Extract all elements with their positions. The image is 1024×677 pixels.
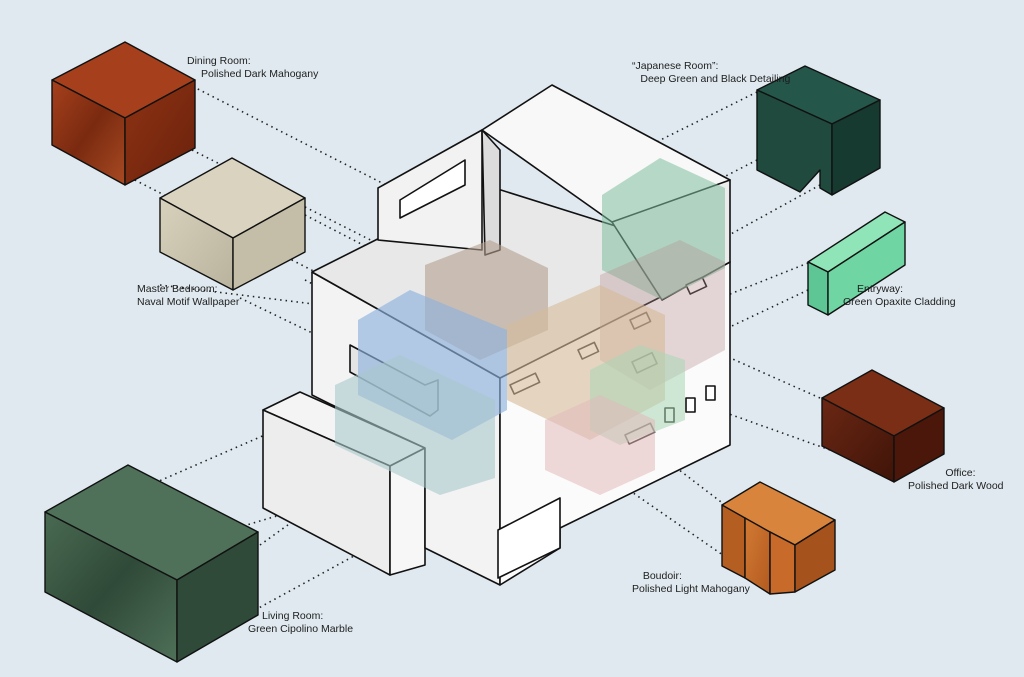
master-bedroom-label: Master Bedroom: Naval Motif Wallpaper — [137, 283, 239, 309]
boudoir-material: Polished Light Mahogany — [632, 583, 750, 595]
material-block-living — [44, 464, 259, 663]
office-label: Office: Polished Dark Wood — [908, 467, 1004, 493]
tower-window — [399, 159, 466, 219]
entryway-title: Entryway: — [857, 283, 904, 295]
boudoir-lower-volume — [545, 395, 655, 495]
office-title: Office: — [945, 467, 976, 479]
living-room-material: Green Cipolino Marble — [248, 623, 354, 635]
japanese-room-label: “Japanese Room”: Deep Green and Black De… — [632, 60, 790, 86]
dining-room-label: Dining Room: Polished Dark Mahogany — [187, 55, 318, 81]
master-bedroom-title: Master Bedroom: — [137, 283, 218, 295]
entry-door — [497, 497, 561, 579]
master-bedroom-material: Naval Motif Wallpaper — [137, 296, 240, 308]
entryway-label: Entryway: Green Opaxite Cladding — [843, 283, 956, 309]
japanese-room-volume — [602, 158, 725, 300]
material-block-entry — [807, 211, 906, 316]
dining-room-title: Dining Room: — [187, 55, 251, 67]
boudoir-label: Boudoir: Polished Light Mahogany — [632, 570, 750, 596]
parapet-inner — [481, 129, 501, 256]
living-room-label: Living Room: Green Cipolino Marble — [248, 610, 353, 636]
japanese-room-title: “Japanese Room”: — [632, 60, 719, 72]
living-room-volume — [335, 355, 495, 495]
material-block-office — [821, 369, 945, 483]
entryway-material: Green Opaxite Cladding — [843, 296, 956, 308]
material-block-dining — [51, 41, 196, 186]
boudoir-title: Boudoir: — [642, 570, 682, 582]
japanese-room-material: Deep Green and Black Detailing — [640, 73, 791, 85]
office-material: Polished Dark Wood — [908, 480, 1004, 492]
material-block-boudoir — [721, 481, 836, 595]
material-block-master — [159, 157, 306, 291]
dining-room-material: Polished Dark Mahogany — [201, 68, 319, 80]
living-room-title: Living Room: — [262, 610, 324, 622]
material-block-japanese — [756, 65, 881, 196]
room-volumes — [335, 158, 725, 495]
